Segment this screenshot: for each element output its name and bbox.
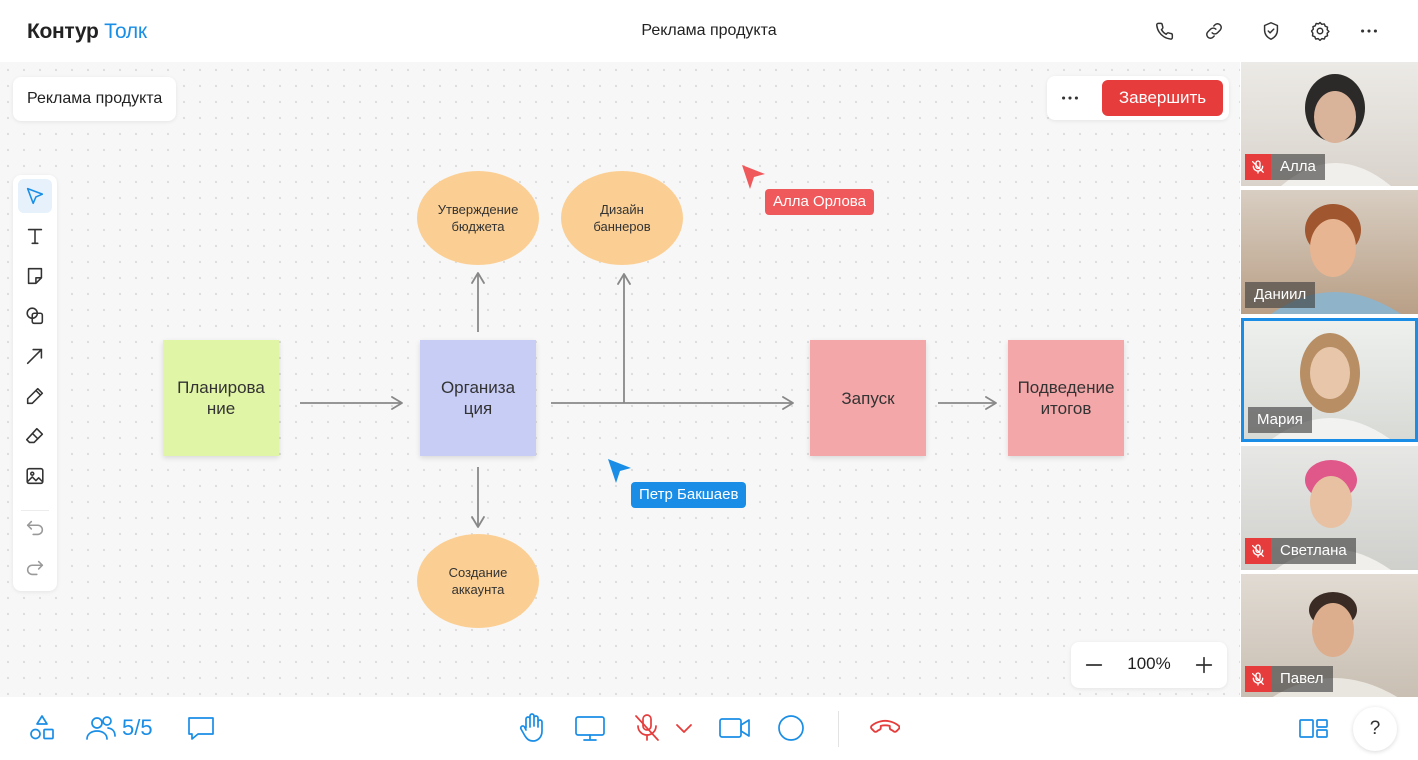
record-icon[interactable] — [776, 711, 806, 745]
shapes-icon[interactable] — [18, 299, 52, 333]
whiteboard[interactable]: Планирова ние Организа ция Запуск Подвед… — [0, 62, 1240, 697]
apps-icon[interactable] — [27, 711, 57, 745]
redo-icon[interactable] — [18, 551, 52, 585]
zoom-control: 100% — [1071, 642, 1227, 688]
participant-tag: Алла — [1245, 154, 1325, 180]
remote-cursor-label: Алла Орлова — [765, 189, 874, 215]
ellipse-node-budget[interactable]: Утверждение бюджета — [417, 171, 539, 265]
participants-button[interactable]: 5/5 — [84, 711, 153, 745]
participant-tile[interactable]: Светлана — [1241, 446, 1418, 570]
link-icon[interactable] — [1200, 17, 1228, 45]
participant-tag: Светлана — [1245, 538, 1356, 564]
ellipse-node-design[interactable]: Дизайн баннеров — [561, 171, 683, 265]
raise-hand-icon[interactable] — [517, 711, 547, 745]
toolbar-divider — [21, 510, 49, 511]
participant-tag: Павел — [1245, 666, 1333, 692]
participants-icon — [86, 716, 116, 740]
top-bar: Контур Толк Реклама продукта — [0, 0, 1418, 62]
app-logo: Контур Толк — [27, 20, 147, 44]
participant-tile[interactable]: Даниил — [1241, 190, 1418, 314]
chevron-down-icon[interactable] — [673, 711, 695, 745]
participant-tag: Даниил — [1245, 282, 1316, 308]
gear-icon[interactable] — [1306, 17, 1334, 45]
arrow-icon[interactable] — [18, 339, 52, 373]
bottom-bar: 5/5 ? — [0, 697, 1418, 760]
remote-cursor-label: Петр Бакшаев — [631, 482, 747, 508]
brand-name: Контур — [27, 20, 99, 43]
participant-name: Павел — [1271, 666, 1333, 692]
sticky-note-label: Запуск — [841, 388, 895, 408]
participant-tile[interactable]: Павел — [1241, 574, 1418, 698]
screen-share-icon[interactable] — [573, 711, 607, 745]
participants-panel: Алла Даниил Мария Светлана — [1240, 62, 1418, 698]
participant-count: 5/5 — [122, 715, 153, 740]
help-button[interactable]: ? — [1353, 707, 1397, 751]
pointer-icon[interactable] — [18, 179, 52, 213]
participant-tile[interactable]: Мария — [1241, 318, 1418, 442]
drawing-toolbar — [13, 175, 57, 591]
participant-name: Алла — [1271, 154, 1325, 180]
cursor-pointer-icon — [742, 165, 765, 189]
text-icon[interactable] — [18, 219, 52, 253]
mic-off-icon — [1245, 154, 1271, 180]
phone-icon[interactable] — [1151, 17, 1179, 45]
hang-up-icon[interactable] — [870, 711, 900, 745]
sticky-note-label: Подведение итогов — [1017, 378, 1115, 418]
participant-name: Даниил — [1245, 282, 1316, 308]
ellipse-node-label: Дизайн баннеров — [593, 202, 651, 234]
sticky-note-results[interactable]: Подведение итогов — [1008, 340, 1124, 456]
shield-check-icon[interactable] — [1257, 17, 1285, 45]
chat-icon[interactable] — [185, 711, 217, 745]
participant-tag: Мария — [1248, 407, 1312, 433]
sticky-note-label: Планирова ние — [177, 378, 265, 418]
sticky-note-icon[interactable] — [18, 259, 52, 293]
zoom-out-icon[interactable] — [1079, 650, 1109, 680]
board-actions: Завершить — [1047, 76, 1229, 120]
ellipse-node-account[interactable]: Создание аккаунта — [417, 534, 539, 628]
sticky-note-planning[interactable]: Планирова ние — [163, 340, 279, 456]
layout-icon[interactable] — [1297, 711, 1331, 745]
sticky-note-launch[interactable]: Запуск — [810, 340, 926, 456]
participant-name: Светлана — [1271, 538, 1356, 564]
participant-tile[interactable]: Алла — [1241, 62, 1418, 186]
bottom-divider — [838, 711, 839, 747]
brand-product: Толк — [104, 20, 147, 43]
eraser-icon[interactable] — [18, 419, 52, 453]
end-button[interactable]: Завершить — [1102, 80, 1223, 116]
mic-off-icon — [1245, 666, 1271, 692]
mic-off-icon[interactable] — [632, 711, 662, 745]
ellipse-node-label: Создание аккаунта — [448, 565, 508, 597]
image-icon[interactable] — [18, 459, 52, 493]
more-icon[interactable] — [1355, 17, 1383, 45]
ellipse-node-label: Утверждение бюджета — [437, 202, 519, 234]
camera-icon[interactable] — [717, 711, 753, 745]
mic-off-icon — [1245, 538, 1271, 564]
sticky-note-organization[interactable]: Организа ция — [420, 340, 536, 456]
participant-name: Мария — [1248, 407, 1312, 433]
diagram-connectors — [300, 272, 997, 528]
zoom-level: 100% — [1127, 654, 1171, 673]
cursor-pointer-icon — [608, 459, 631, 483]
pencil-icon[interactable] — [18, 379, 52, 413]
undo-icon[interactable] — [18, 511, 52, 545]
sticky-note-label: Организа ция — [440, 378, 516, 418]
board-more-icon[interactable] — [1055, 84, 1085, 112]
zoom-in-icon[interactable] — [1189, 650, 1219, 680]
board-title[interactable]: Реклама продукта — [13, 77, 177, 121]
